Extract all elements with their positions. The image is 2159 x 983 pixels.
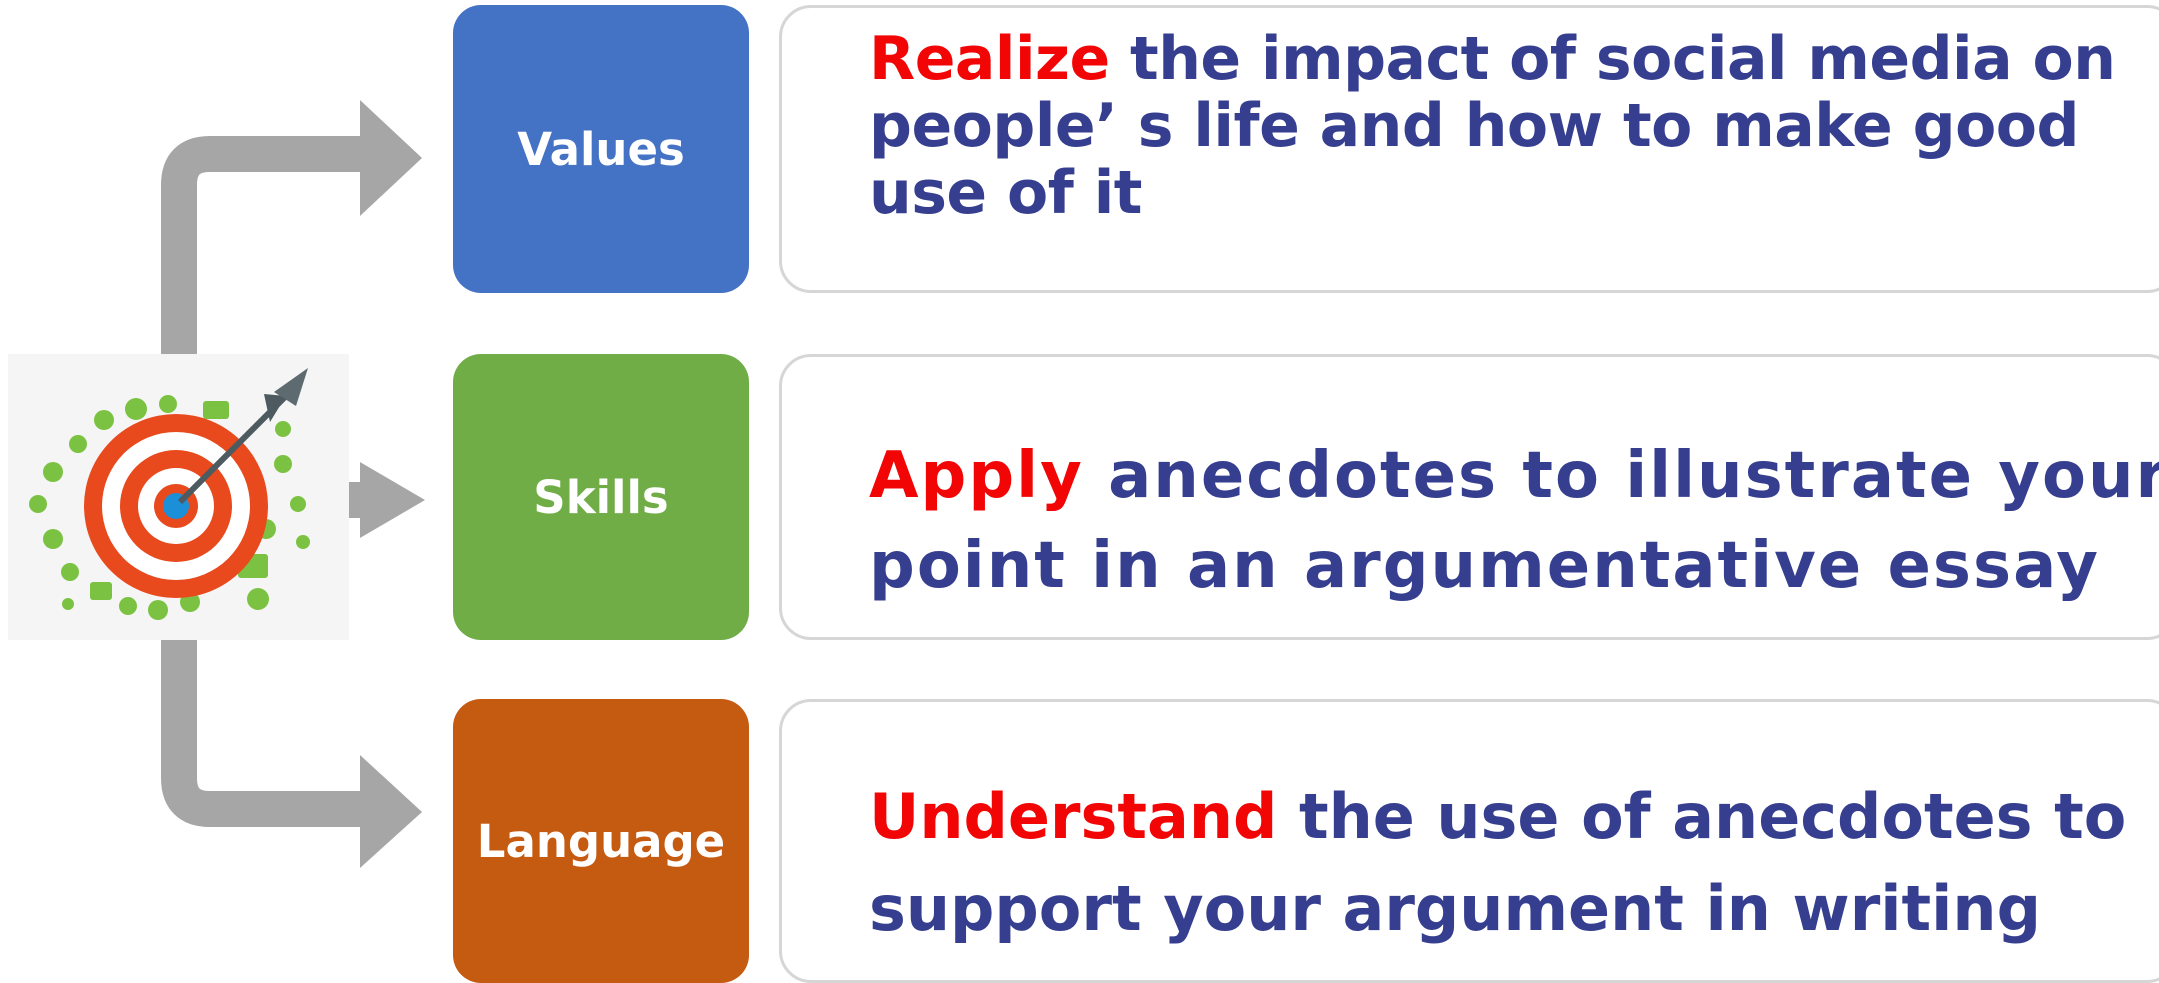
arrowhead-language (360, 755, 422, 868)
language-label: Language (476, 814, 726, 868)
language-description: Understand the use of anecdotes to suppo… (869, 771, 2126, 955)
language-verb: Understand (869, 780, 1278, 853)
values-description-box: Realize the impact of social media on pe… (779, 5, 2159, 293)
skills-line-1-text: anecdotes to illustrate your (1083, 439, 2159, 513)
language-description-box: Understand the use of anecdotes to suppo… (779, 699, 2159, 983)
language-line-2: support your argument in writing (869, 872, 2041, 945)
values-line-3: use of it (869, 158, 1142, 228)
values-description: Realize the impact of social media on pe… (869, 24, 2116, 228)
arrow-to-skills (349, 482, 363, 518)
values-line-2: people’ s life and how to make good (869, 91, 2079, 161)
skills-line-1: Apply anecdotes to illustrate your (869, 431, 2159, 521)
arrow-to-language (161, 640, 362, 827)
values-line-1-text: the impact of social media on (1109, 24, 2116, 94)
arrowhead-skills (360, 462, 425, 538)
arrowhead-values (360, 100, 422, 216)
skills-description: Apply anecdotes to illustrate your point… (869, 431, 2159, 611)
skills-category-box: Skills (453, 354, 749, 640)
target-icon (8, 354, 349, 640)
values-line-1: Realize the impact of social media on (869, 24, 2116, 94)
values-label: Values (517, 122, 685, 176)
values-category-box: Values (453, 5, 749, 293)
skills-description-box: Apply anecdotes to illustrate your point… (779, 354, 2159, 640)
arrow-to-values (161, 136, 362, 354)
skills-line-2: point in an argumentative essay (869, 529, 2100, 603)
language-line-1: Understand the use of anecdotes to (869, 771, 2126, 863)
language-line-1-text: the use of anecdotes to (1277, 780, 2127, 853)
skills-label: Skills (533, 470, 669, 524)
skills-verb: Apply (869, 439, 1084, 513)
language-category-box: Language (453, 699, 749, 983)
values-verb: Realize (869, 24, 1110, 94)
